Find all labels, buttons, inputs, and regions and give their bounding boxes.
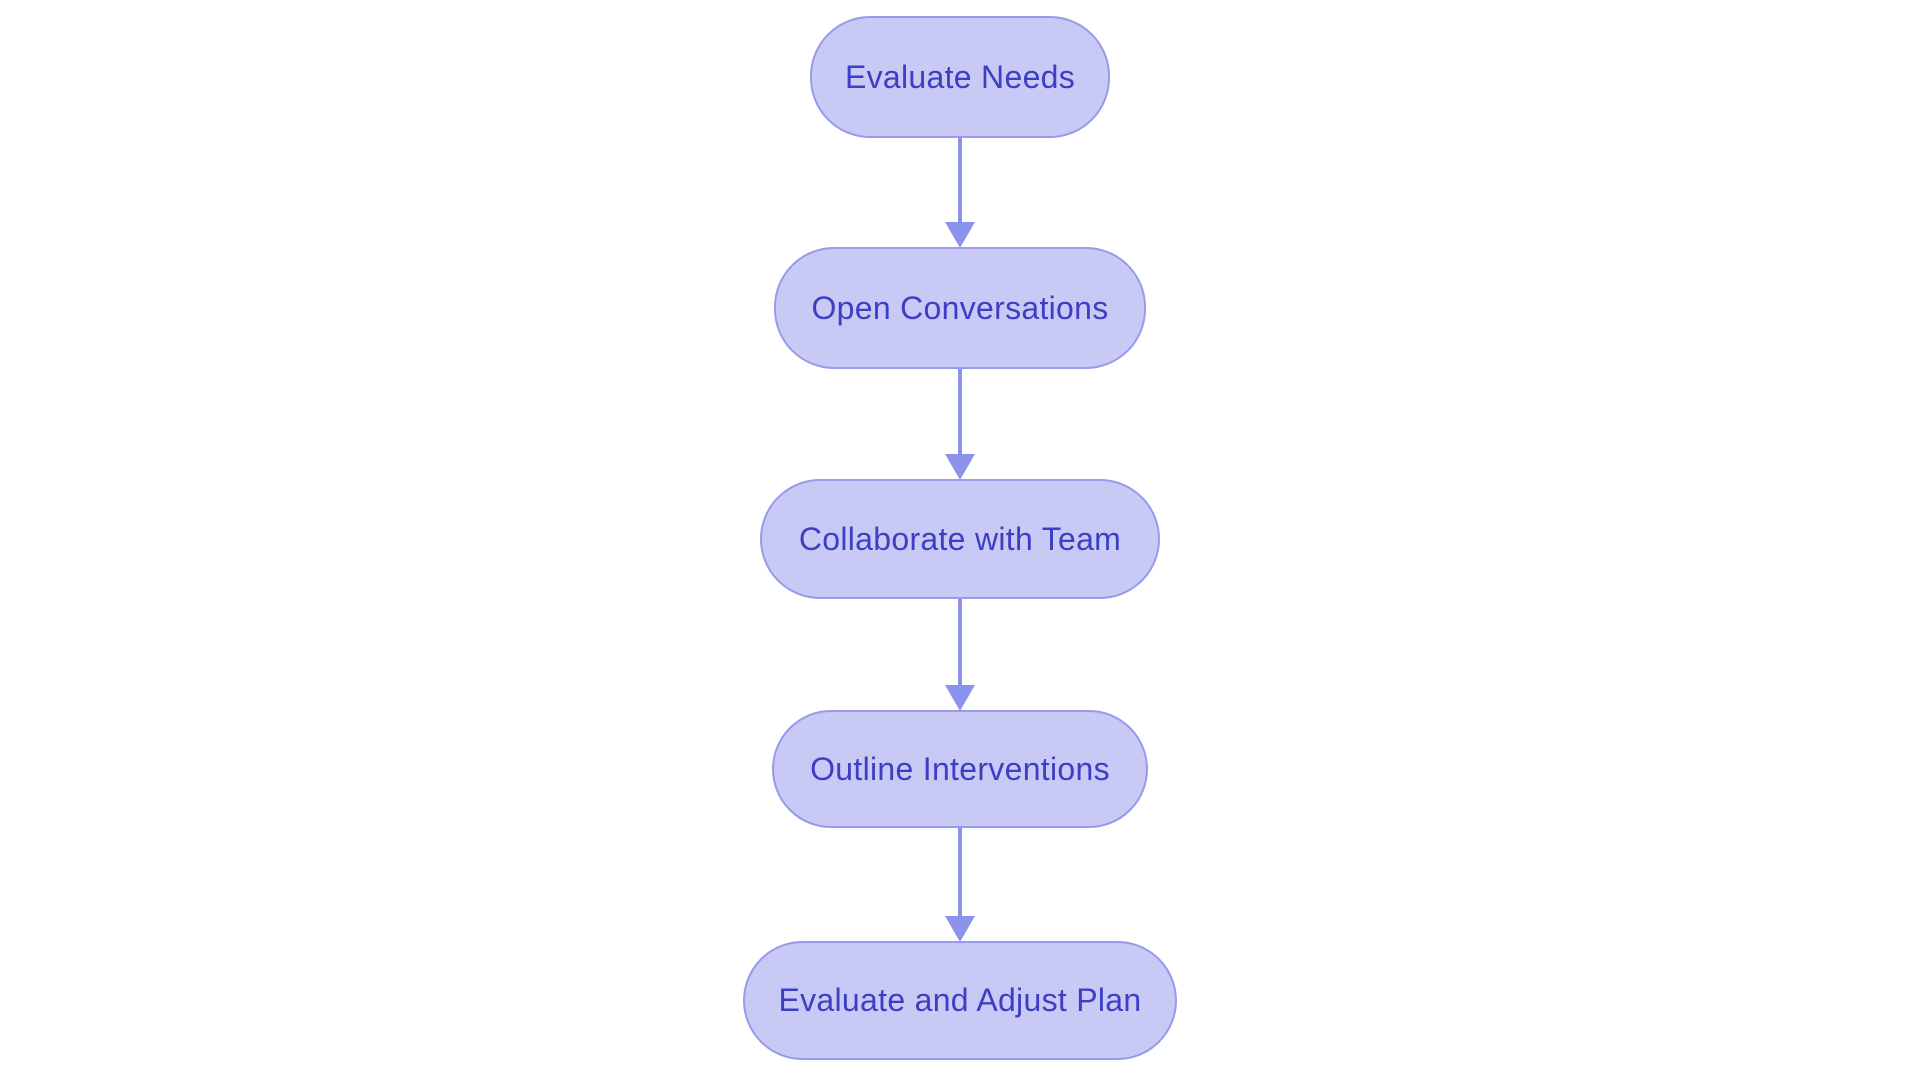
flow-node-outline-interventions: Outline Interventions <box>772 710 1148 828</box>
connector-evaluate-needs-to-open-conversations <box>930 138 990 248</box>
arrowhead-down-icon <box>945 685 975 711</box>
flow-node-label: Collaborate with Team <box>798 520 1122 557</box>
flow-node-evaluate-and-adjust-plan: Evaluate and Adjust Plan <box>743 941 1177 1060</box>
arrow-line <box>958 138 962 226</box>
arrow-line <box>958 369 962 458</box>
arrowhead-down-icon <box>945 454 975 480</box>
flow-node-label: Evaluate and Adjust Plan <box>778 982 1142 1018</box>
flow-node-label: Outline Interventions <box>810 750 1110 787</box>
flow-node-evaluate-needs: Evaluate Needs <box>810 16 1110 138</box>
connector-collaborate-with-team-to-outline-interventions <box>930 599 990 711</box>
arrow-line <box>958 828 962 920</box>
arrow-line <box>958 599 962 689</box>
flow-node-label: Evaluate Needs <box>844 58 1076 95</box>
arrowhead-down-icon <box>945 916 975 942</box>
connector-outline-interventions-to-evaluate-and-adjust-plan <box>930 828 990 942</box>
connector-open-conversations-to-collaborate-with-team <box>930 369 990 480</box>
flow-node-label: Open Conversations <box>811 289 1109 326</box>
arrowhead-down-icon <box>945 222 975 248</box>
flow-node-collaborate-with-team: Collaborate with Team <box>760 479 1160 599</box>
flow-node-open-conversations: Open Conversations <box>774 247 1146 369</box>
